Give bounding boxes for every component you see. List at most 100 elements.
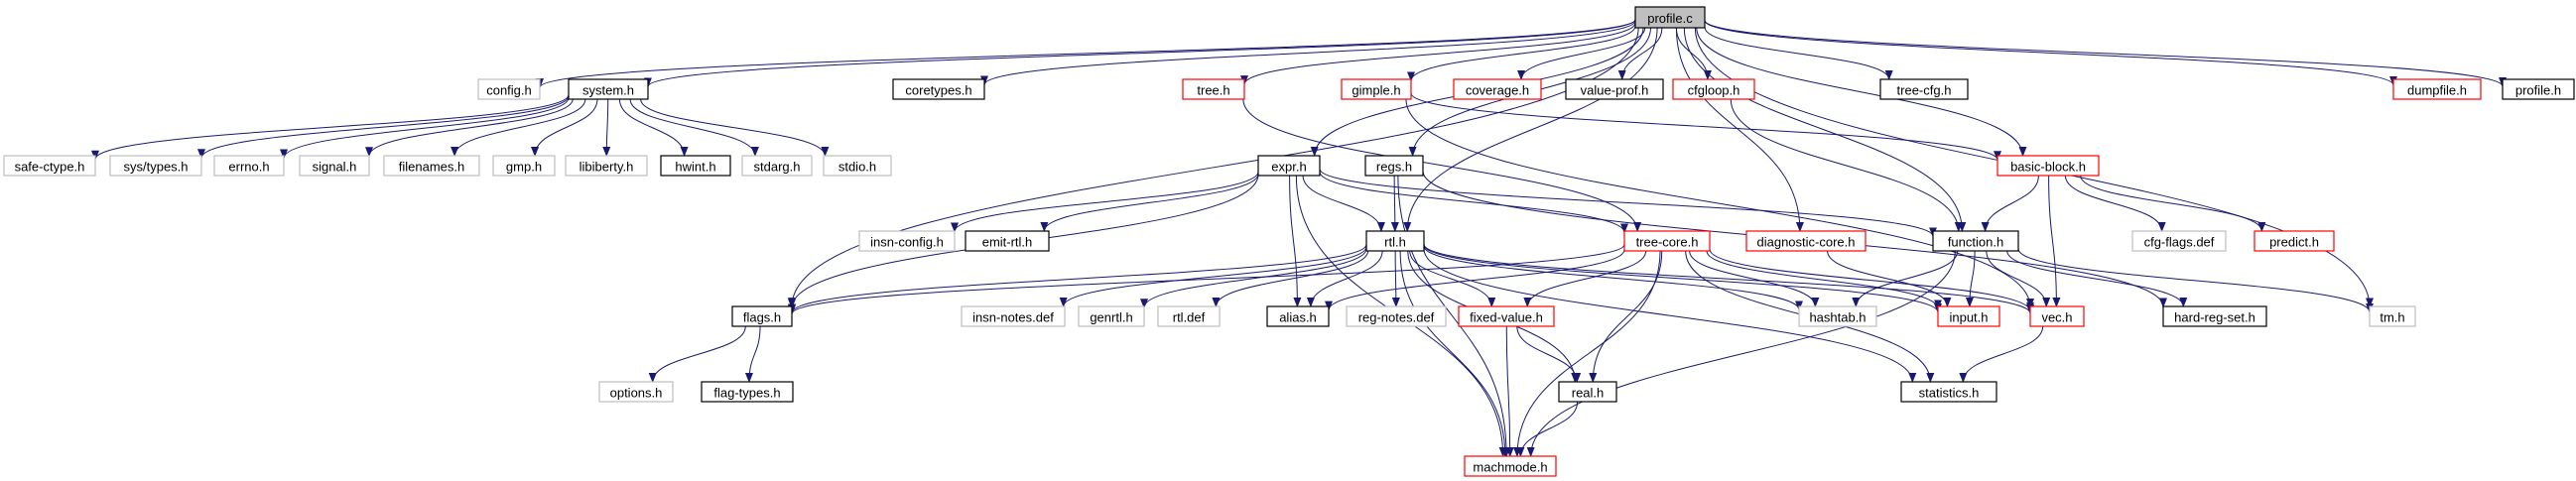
node-stdio-h[interactable]: stdio.h <box>823 155 892 177</box>
node-box <box>2369 305 2416 327</box>
node-box <box>823 155 892 177</box>
node-rtl-def[interactable]: rtl.def <box>1157 305 1221 327</box>
node-system-h[interactable]: system.h <box>568 78 649 100</box>
edge-profile-c-to-tree-h <box>1240 22 1636 86</box>
node-box <box>1341 78 1412 100</box>
node-hard-reg-set-h[interactable]: hard-reg-set.h <box>2162 305 2267 327</box>
node-label: stdarg.h <box>754 160 801 175</box>
edge-rtl-h-to-machmode-h <box>1399 250 1509 457</box>
node-box <box>1558 381 1617 403</box>
edge-tree-h-to-tree-core-h <box>1242 98 1642 232</box>
node-options-h[interactable]: options.h <box>598 381 674 403</box>
node-label: hwint.h <box>675 160 715 175</box>
edge-rtl-h-to-hashtab-h <box>1423 245 1803 311</box>
node-box <box>2029 305 2085 327</box>
node-regs-h[interactable]: regs.h <box>1364 155 1424 177</box>
node-label: basic-block.h <box>2010 160 2086 175</box>
node-predict-h[interactable]: predict.h <box>2254 230 2335 252</box>
node-tree-h[interactable]: tree.h <box>1182 78 1245 100</box>
node-insn-notes-def[interactable]: insn-notes.def <box>961 305 1066 327</box>
node-statistics-h[interactable]: statistics.h <box>1900 381 1997 403</box>
node-sys-types-h[interactable]: sys/types.h <box>109 155 202 177</box>
node-tree-core-h[interactable]: tree-core.h <box>1623 230 1711 252</box>
node-label: coretypes.h <box>905 83 971 98</box>
edge-rtl-h-to-input-h <box>1423 244 1942 313</box>
node-reg-notes-def[interactable]: reg-notes.def <box>1346 305 1447 327</box>
edge-expr-h-to-tree-core-h <box>1319 172 1628 234</box>
edge-system-h-to-stdio-h <box>640 98 830 157</box>
node-box <box>383 155 480 177</box>
node-machmode-h[interactable]: machmode.h <box>1464 455 1557 477</box>
node-real-h[interactable]: real.h <box>1558 381 1617 403</box>
node-label: libiberty.h <box>580 160 634 175</box>
node-box <box>2131 230 2227 252</box>
edge-system-h-to-gmp-h <box>531 98 598 157</box>
node-genrtl-h[interactable]: genrtl.h <box>1078 305 1145 327</box>
node-alias-h[interactable]: alias.h <box>1266 305 1330 327</box>
node-box <box>1157 305 1221 327</box>
node-label: value-prof.h <box>1581 83 1649 98</box>
node-config-h[interactable]: config.h <box>477 78 541 100</box>
node-rtl-h[interactable]: rtl.h <box>1365 230 1425 252</box>
node-coverage-h[interactable]: coverage.h <box>1453 78 1542 100</box>
node-box <box>731 305 793 327</box>
node-label: errno.h <box>228 160 269 175</box>
node-box <box>1937 305 2000 327</box>
node-box <box>1453 78 1542 100</box>
node-insn-config-h[interactable]: insn-config.h <box>858 230 956 252</box>
node-box <box>1798 305 1877 327</box>
node-errno-h[interactable]: errno.h <box>213 155 285 177</box>
edge-system-h-to-libiberty-h <box>602 98 611 157</box>
node-tree-cfg-h[interactable]: tree-cfg.h <box>1879 78 1969 100</box>
node-box <box>965 230 1050 252</box>
node-value-prof-h[interactable]: value-prof.h <box>1565 78 1664 100</box>
node-libiberty-h[interactable]: libiberty.h <box>565 155 648 177</box>
node-hashtab-h[interactable]: hashtab.h <box>1798 305 1877 327</box>
node-fixed-value-h[interactable]: fixed-value.h <box>1458 305 1555 327</box>
node-label: gmp.h <box>506 160 542 175</box>
edge-profile-c-to-config-h <box>536 19 1636 89</box>
node-dumpfile-h[interactable]: dumpfile.h <box>2392 78 2482 100</box>
node-tm-h[interactable]: tm.h <box>2369 305 2416 327</box>
edge-rtl-h-to-alias-h <box>1306 250 1383 307</box>
node-gmp-h[interactable]: gmp.h <box>492 155 556 177</box>
node-box <box>1365 230 1425 252</box>
edge-gimple-h-to-basic-block-h <box>1410 92 2001 162</box>
node-flags-h[interactable]: flags.h <box>731 305 793 327</box>
node-cfgloop-h[interactable]: cfgloop.h <box>1672 78 1755 100</box>
node-gimple-h[interactable]: gimple.h <box>1341 78 1412 100</box>
edge-tree-core-h-to-fixed-value-h <box>1523 250 1647 307</box>
node-label: safe-ctype.h <box>15 160 85 175</box>
node-basic-block-h[interactable]: basic-block.h <box>1996 155 2100 177</box>
node-hwint-h[interactable]: hwint.h <box>660 155 731 177</box>
node-input-h[interactable]: input.h <box>1937 305 2000 327</box>
edge-profile-c-to-value-prof-h <box>1617 27 1663 80</box>
node-label: insn-notes.def <box>972 310 1054 325</box>
node-label: alias.h <box>1279 310 1317 325</box>
node-label: tree.h <box>1197 83 1229 98</box>
node-coretypes-h[interactable]: coretypes.h <box>892 78 985 100</box>
node-box <box>1464 455 1557 477</box>
node-diagnostic-core-h[interactable]: diagnostic-core.h <box>1745 230 1867 252</box>
node-filenames-h[interactable]: filenames.h <box>383 155 480 177</box>
node-box <box>660 155 731 177</box>
node-vec-h[interactable]: vec.h <box>2029 305 2085 327</box>
edge-tree-core-h-to-real-h <box>1589 250 1663 383</box>
edge-fixed-value-h-to-real-h <box>1516 325 1582 383</box>
edge-tree-core-h-to-hashtab-h <box>1689 250 1820 307</box>
node-safe-ctype-h[interactable]: safe-ctype.h <box>3 155 96 177</box>
edge-profile-c-to-tree-cfg-h <box>1704 27 1893 80</box>
node-label: reg-notes.def <box>1358 310 1435 325</box>
node-expr-h[interactable]: expr.h <box>1257 155 1321 177</box>
node-profile-h[interactable]: profile.h <box>2502 78 2575 100</box>
node-function-h[interactable]: function.h <box>1932 230 2019 252</box>
node-flag-types-h[interactable]: flag-types.h <box>701 381 794 403</box>
node-stdarg-h[interactable]: stdarg.h <box>741 155 813 177</box>
edge-profile-c-to-function-h <box>1683 27 1967 232</box>
edge-function-h-to-hashtab-h <box>1852 250 1959 307</box>
node-box <box>1672 78 1755 100</box>
node-cfg-flags-def[interactable]: cfg-flags.def <box>2131 230 2227 252</box>
node-signal-h[interactable]: signal.h <box>299 155 370 177</box>
node-emit-rtl-h[interactable]: emit-rtl.h <box>965 230 1050 252</box>
